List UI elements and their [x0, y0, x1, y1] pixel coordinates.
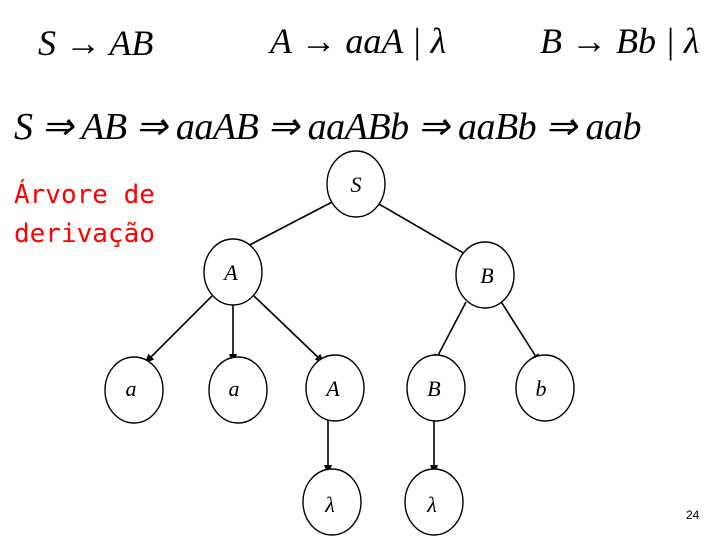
- derivation-sequence: S ⇒ AB ⇒ aaAB ⇒ aaABb ⇒ aaBb ⇒ aab: [14, 106, 642, 148]
- label-a-terminal-2: a: [229, 376, 240, 401]
- node-a-terminal-2: [208, 356, 268, 424]
- node-b-terminal: [515, 354, 575, 422]
- node-root-s: [326, 150, 386, 218]
- edge-b-to-b: [433, 301, 467, 364]
- edge-a-to-a3: [253, 295, 325, 364]
- label-b-terminal: b: [536, 376, 547, 401]
- node-lambda-b: [404, 468, 464, 536]
- production-rule-b: B → Bb | λ: [540, 21, 700, 61]
- label-a-nonterminal: A: [324, 376, 340, 401]
- label-root-s: S: [351, 172, 362, 197]
- node-b-nonterminal: [406, 354, 466, 422]
- label-a-terminal-1: a: [126, 376, 137, 401]
- edge-s-to-a: [239, 199, 337, 251]
- node-a-terminal-1: [104, 356, 164, 424]
- label-b-nonterminal: B: [427, 376, 440, 401]
- production-rule-a: A → aaA | λ: [270, 21, 447, 61]
- edge-s-to-b: [371, 199, 473, 259]
- label-a: A: [222, 260, 238, 285]
- label-lambda-a: λ: [324, 492, 335, 517]
- edge-b-to-b-terminal: [499, 299, 541, 364]
- node-lambda-a: [302, 468, 362, 536]
- node-b: [455, 241, 515, 309]
- edge-a-to-a1: [144, 295, 213, 364]
- tree-caption: Árvore de derivação: [14, 180, 155, 249]
- node-a-nonterminal: [305, 354, 365, 422]
- node-a: [203, 238, 263, 306]
- label-b: B: [480, 263, 493, 288]
- page-number: 24: [686, 508, 700, 522]
- label-lambda-b: λ: [426, 492, 437, 517]
- production-rule-s: S → AB: [38, 23, 154, 63]
